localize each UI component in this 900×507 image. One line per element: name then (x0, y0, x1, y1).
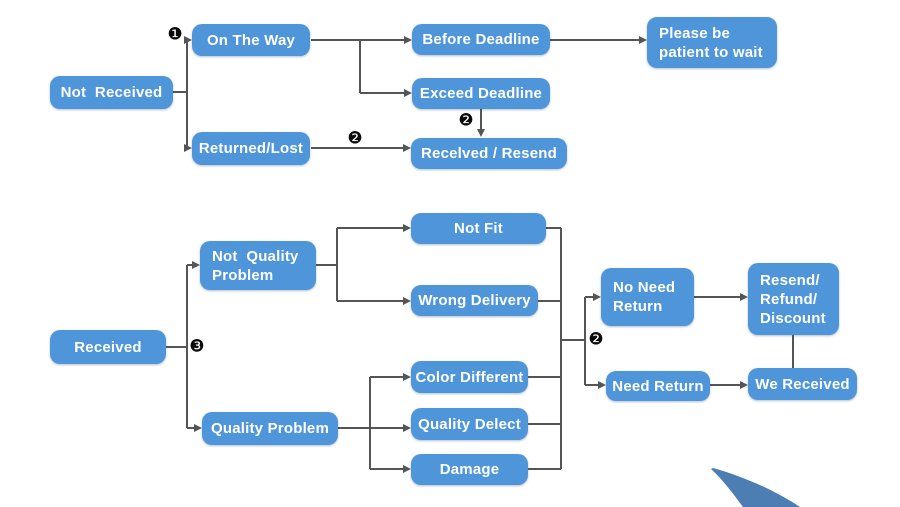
decorative-swoosh (711, 468, 800, 507)
arrowhead-icon (404, 89, 412, 97)
arrowhead-icon (403, 224, 411, 232)
node-not-quality-problem: Not Quality Problem (200, 241, 316, 290)
connector-not-received-branch (173, 39, 188, 149)
arrowhead-icon (740, 293, 748, 301)
step-3-badge-icon: ❸ (189, 336, 205, 357)
node-quality-delect: Quality Delect (411, 408, 528, 440)
node-exceed-deadline: Exceed Deadline (412, 78, 550, 109)
node-before-deadline: Before Deadline (412, 24, 550, 55)
step-1-badge-icon: ❶ (167, 24, 183, 45)
connector-received-branch (166, 264, 194, 429)
arrowhead-icon (477, 129, 485, 137)
node-returned-lost: Returned/Lost (192, 132, 310, 165)
arrowhead-icon (194, 424, 202, 432)
node-color-different: Color Different (411, 361, 528, 393)
node-received: Received (50, 330, 166, 364)
connector-on-the-way-split (311, 39, 404, 94)
arrowhead-icon (740, 381, 748, 389)
node-we-received: We Received (748, 368, 857, 400)
connector-return-branch (584, 296, 598, 386)
connector-lines (166, 39, 794, 470)
arrowhead-icon (403, 144, 411, 152)
node-on-the-way: On The Way (192, 24, 310, 56)
arrowhead-icon (184, 144, 192, 152)
arrowhead-icon (403, 465, 411, 473)
arrowhead-icon (192, 261, 200, 269)
node-resend-refund-discount: Resend/ Refund/ Discount (748, 263, 839, 335)
node-not-received: Not Received (50, 76, 173, 109)
node-wrong-delivery: Wrong Delivery (411, 285, 538, 316)
step-2-badge-icon: ❷ (458, 110, 474, 131)
arrowhead-icon (593, 293, 601, 301)
node-no-need-return: No Need Return (601, 268, 694, 326)
node-need-return: Need Return (606, 371, 710, 401)
arrowheads (184, 36, 748, 473)
arrowhead-icon (403, 373, 411, 381)
step-2-badge-icon: ❷ (588, 329, 604, 350)
node-received-resend: Recelved / Resend (411, 138, 567, 169)
connector-not-quality-split (316, 227, 403, 302)
arrowhead-icon (404, 36, 412, 44)
node-damage: Damage (411, 454, 528, 485)
connector-quality-problem-split (338, 376, 403, 470)
arrowhead-icon (184, 36, 192, 44)
node-quality-problem: Quality Problem (202, 412, 338, 445)
arrowhead-icon (639, 36, 647, 44)
arrowhead-icon (403, 424, 411, 432)
node-not-fit: Not Fit (411, 213, 546, 244)
arrowhead-icon (598, 381, 606, 389)
step-2-badge-icon: ❷ (347, 128, 363, 149)
arrowhead-icon (403, 297, 411, 305)
node-please-be-patient: Please be patient to wait (647, 17, 777, 68)
connector-merge-rail (528, 227, 585, 470)
